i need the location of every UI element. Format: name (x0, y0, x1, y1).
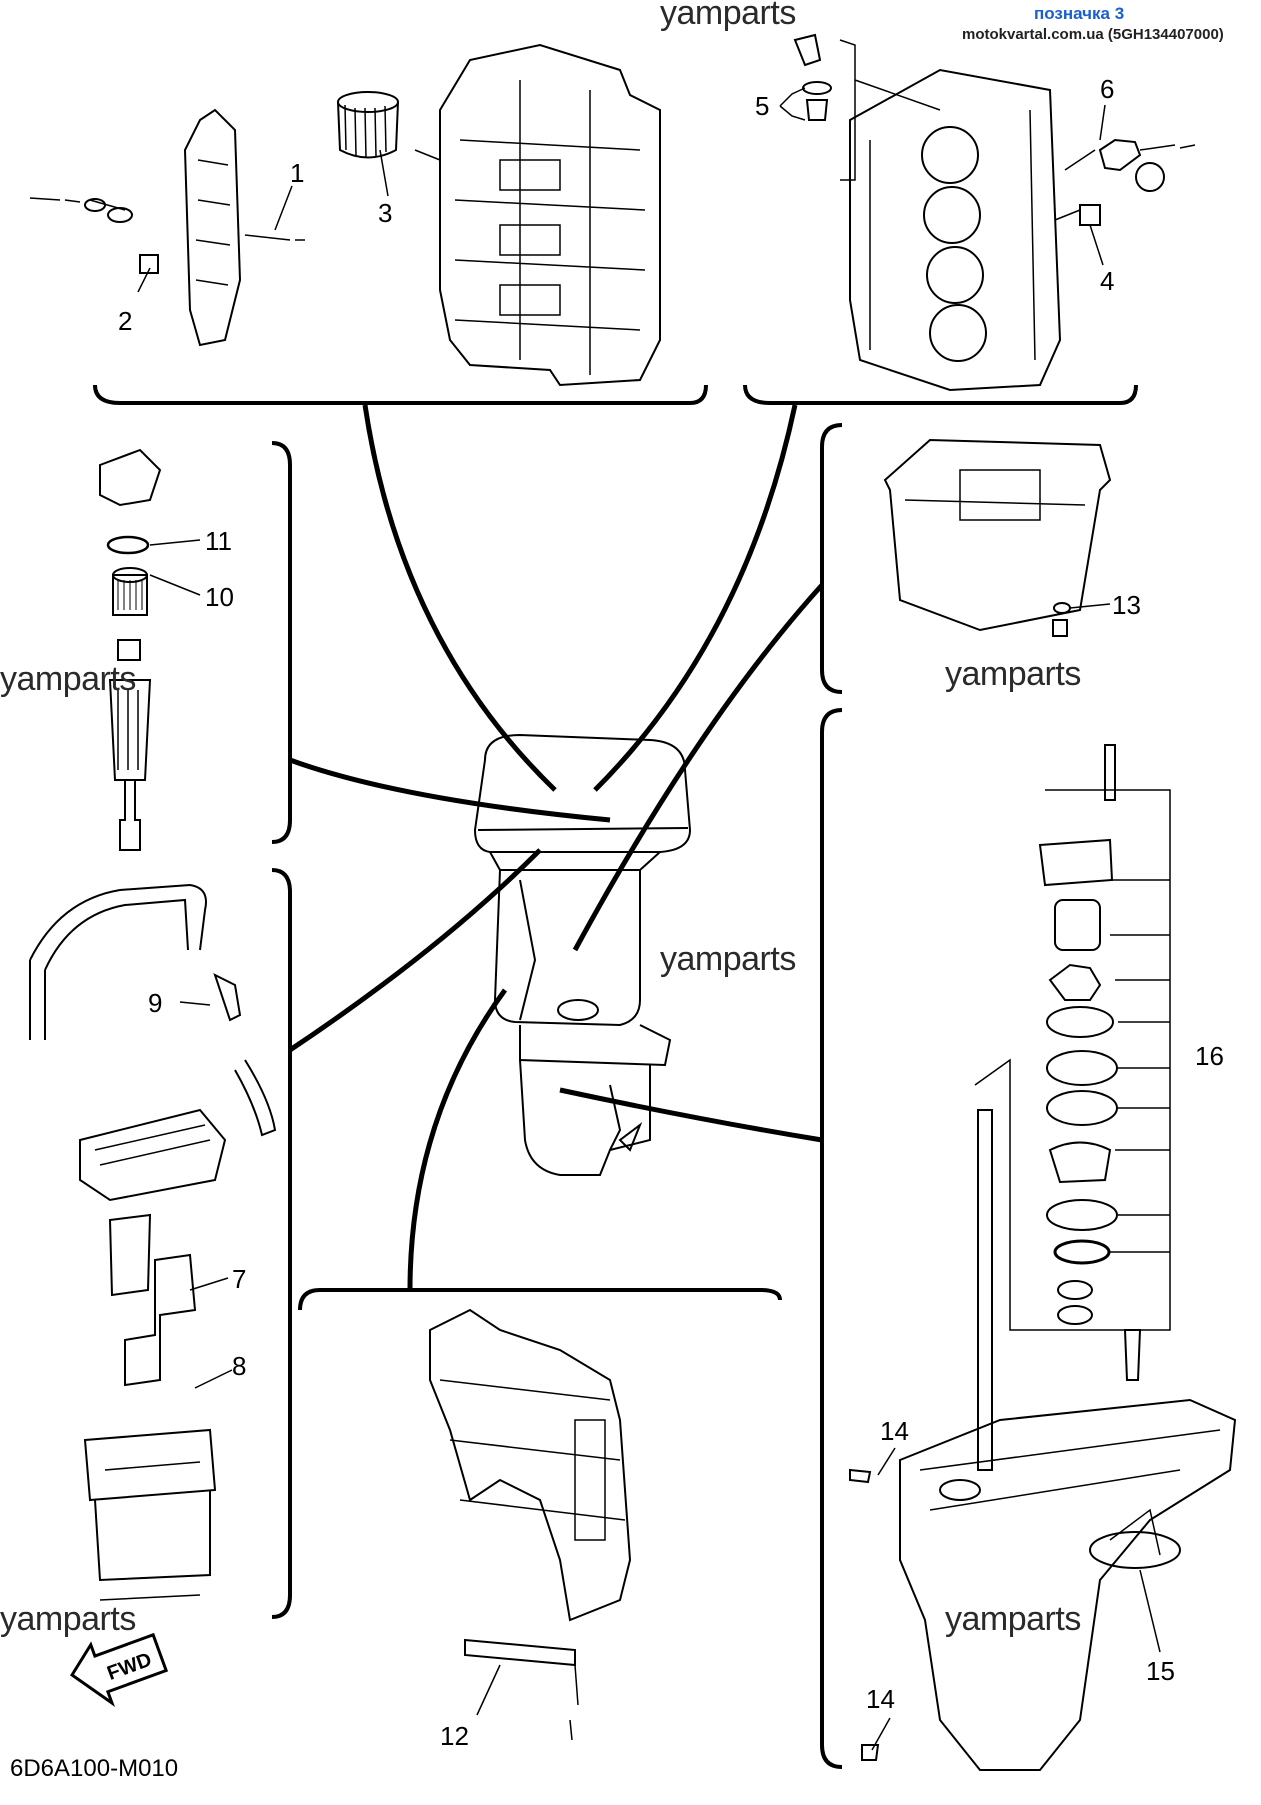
callout-7: 7 (232, 1264, 246, 1294)
fuel-filter-illustration (99, 448, 162, 851)
callout-9: 9 (148, 988, 162, 1018)
leader-bottom (407, 988, 508, 1291)
fwd-arrow-icon: FWD (69, 1632, 169, 1707)
leader-right-upper (572, 583, 824, 952)
callout-11: 11 (205, 526, 232, 556)
cylinder-head-illustration (849, 68, 1062, 392)
outboard-motor-illustration (473, 733, 692, 1176)
callout-14b: 14 (866, 1684, 895, 1714)
callout-4: 4 (1100, 266, 1114, 296)
bracket-top-left (93, 384, 708, 405)
header-site-code: motokvartal.com.ua (5GH134407000) (962, 26, 1224, 43)
cylinder-block-illustration (439, 43, 661, 387)
watermark-top: yamparts (660, 0, 796, 32)
callout-3: 3 (378, 198, 392, 228)
watermark-left-lower: yamparts (0, 1600, 136, 1638)
watermark-right-upper: yamparts (945, 655, 1081, 693)
bracket-right-upper (820, 423, 843, 694)
oil-pan-illustration (883, 438, 1112, 637)
leader-left-lower (288, 848, 542, 1053)
callout-15: 15 (1146, 1656, 1175, 1686)
exhaust-plate-illustration (29, 108, 305, 347)
leader-left-upper (289, 757, 611, 823)
callout-10: 10 (205, 582, 234, 612)
watermark-center: yamparts (660, 940, 796, 978)
callout-12: 12 (440, 1721, 469, 1751)
callout-14a: 14 (880, 1416, 909, 1446)
leader-top-right (593, 404, 798, 792)
callout-8: 8 (232, 1351, 246, 1381)
upper-casing-illustration (429, 1308, 632, 1741)
callout-13: 13 (1112, 590, 1141, 620)
leader-top-left (362, 404, 557, 792)
header-label: позначка 3 (1034, 4, 1125, 23)
leader-right-lower (559, 1087, 823, 1143)
bracket-top-right (743, 384, 1138, 405)
watermark-left-upper: yamparts (0, 660, 136, 698)
thermo-parts-illustration (793, 33, 1196, 226)
bracket-left-lower (271, 868, 292, 1619)
callout-1: 1 (290, 158, 304, 188)
water-pump-illustration (974, 744, 1171, 1471)
callout-5: 5 (755, 91, 769, 121)
bracket-bottom-center (298, 1288, 782, 1311)
watermark-right-lower: yamparts (945, 1600, 1081, 1638)
lower-case-illustration (849, 1329, 1237, 1771)
callout-leaders (137, 87, 1161, 1751)
oil-filter-illustration (337, 91, 441, 161)
bracket-left-upper (271, 441, 292, 844)
callout-2: 2 (118, 306, 132, 336)
callout-6: 6 (1100, 74, 1114, 104)
bracket-right-lower (820, 708, 843, 1769)
callout-16: 16 (1195, 1041, 1224, 1071)
diagram-code: 6D6A100-M010 (10, 1755, 179, 1782)
fuel-pump-illustration (29, 883, 277, 1601)
